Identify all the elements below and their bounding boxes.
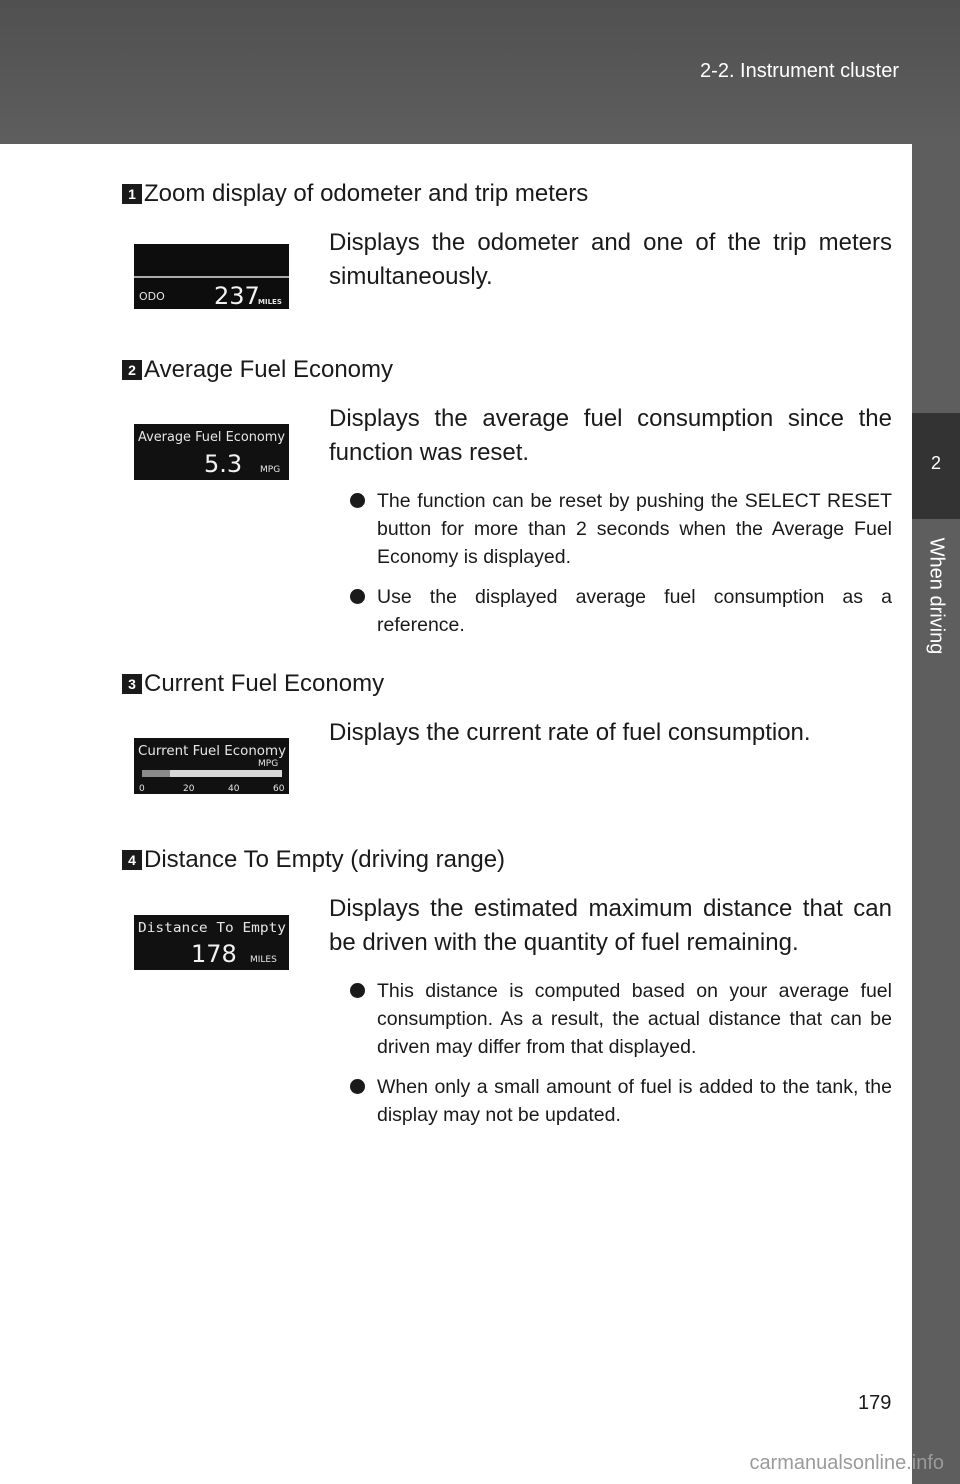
bullet-item: The function can be reset by pushing the… [350,487,892,571]
scale-label: 40 [228,784,240,794]
page-header: 2-2. Instrument cluster [0,0,960,144]
side-tab-label: When driving [925,537,948,655]
odometer-unit: MILES [258,298,282,306]
section-4-description: Displays the estimated maximum distance … [329,895,892,956]
section-2-description: Displays the average fuel consumption si… [329,405,892,466]
side-tab [912,144,960,1484]
distance-to-empty-display: Distance To Empty 178 MILES [134,915,289,970]
bullet-icon [350,493,365,508]
section-title: Current Fuel Economy [144,670,385,697]
page-number: 179 [858,1392,892,1414]
scale-label: 0 [139,784,145,794]
display-title: Current Fuel Economy [138,744,286,759]
bullet-text: Use the displayed average fuel consumpti… [377,586,892,636]
average-fuel-economy-display: Average Fuel Economy 5.3 MPG [134,424,289,480]
section-1-description: Displays the odometer and one of the tri… [329,229,892,290]
fuel-economy-bar-fill [142,770,170,777]
bullet-text: When only a small amount of fuel is adde… [377,1076,892,1126]
odometer-display: ODO 237 MILES [134,244,289,309]
side-tab-number: 2 [912,413,960,519]
scale-label: 60 [273,784,285,794]
bullet-icon [350,589,365,604]
display-unit: MPG [260,465,280,475]
display-unit: MPG [258,759,278,769]
section-number-icon: 2 [122,360,142,380]
section-title: Distance To Empty (driving range) [144,846,506,873]
display-title: Distance To Empty [138,921,286,936]
display-unit: MILES [250,955,277,965]
fuel-economy-bar-track [142,770,282,777]
display-value: 178 [191,940,237,968]
display-title: Average Fuel Economy [138,430,285,445]
section-number-icon: 1 [122,184,142,204]
bullet-item: Use the displayed average fuel consumpti… [350,583,892,639]
section-number-icon: 3 [122,674,142,694]
chapter-title: 2-2. Instrument cluster [700,60,899,82]
section-title: Zoom display of odometer and trip meters [144,180,589,207]
section-3-description: Displays the current rate of fuel consum… [329,719,811,746]
bullet-icon [350,983,365,998]
display-value: 5.3 [204,450,242,478]
bullet-item: This distance is computed based on your … [350,977,892,1061]
current-fuel-economy-display: Current Fuel Economy MPG 0 20 40 60 [134,738,289,794]
section-number-icon: 4 [122,850,142,870]
watermark: carmanualsonline.info [749,1452,944,1474]
odometer-label: ODO [139,290,165,303]
odometer-value: 237 [214,282,260,309]
bullet-text: This distance is computed based on your … [377,980,892,1058]
section-title: Average Fuel Economy [144,356,394,383]
bullet-text: The function can be reset by pushing the… [377,490,892,568]
bullet-icon [350,1079,365,1094]
scale-label: 20 [183,784,195,794]
bullet-item: When only a small amount of fuel is adde… [350,1073,892,1129]
